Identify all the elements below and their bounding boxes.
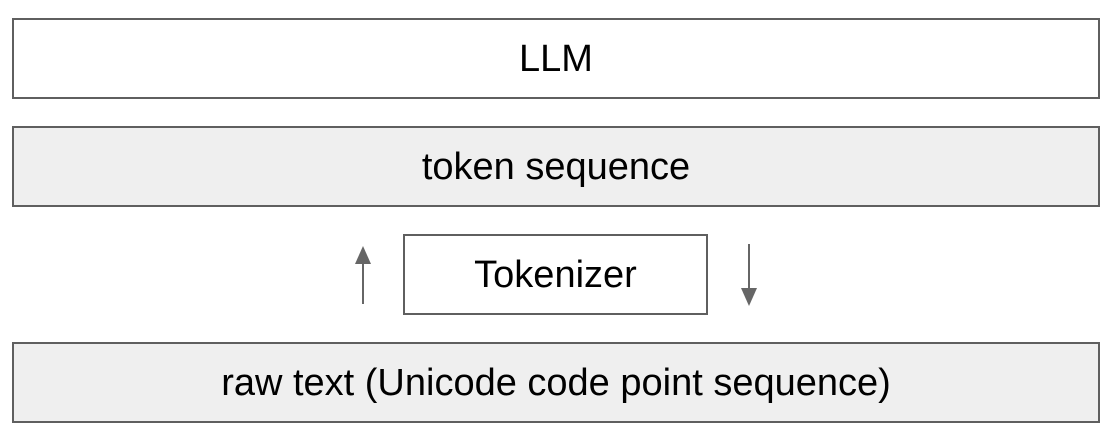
tokenizer-box: Tokenizer — [403, 234, 708, 315]
arrow-up-icon — [355, 246, 371, 304]
llm-box: LLM — [12, 18, 1100, 99]
token-sequence-box: token sequence — [12, 126, 1100, 207]
token-sequence-label: token sequence — [421, 145, 691, 188]
tokenizer-label: Tokenizer — [474, 253, 637, 296]
raw-text-box: raw text (Unicode code point sequence) — [12, 342, 1100, 423]
raw-text-label: raw text (Unicode code point sequence) — [221, 361, 891, 404]
llm-label: LLM — [519, 37, 593, 80]
arrow-down-icon — [741, 244, 757, 306]
